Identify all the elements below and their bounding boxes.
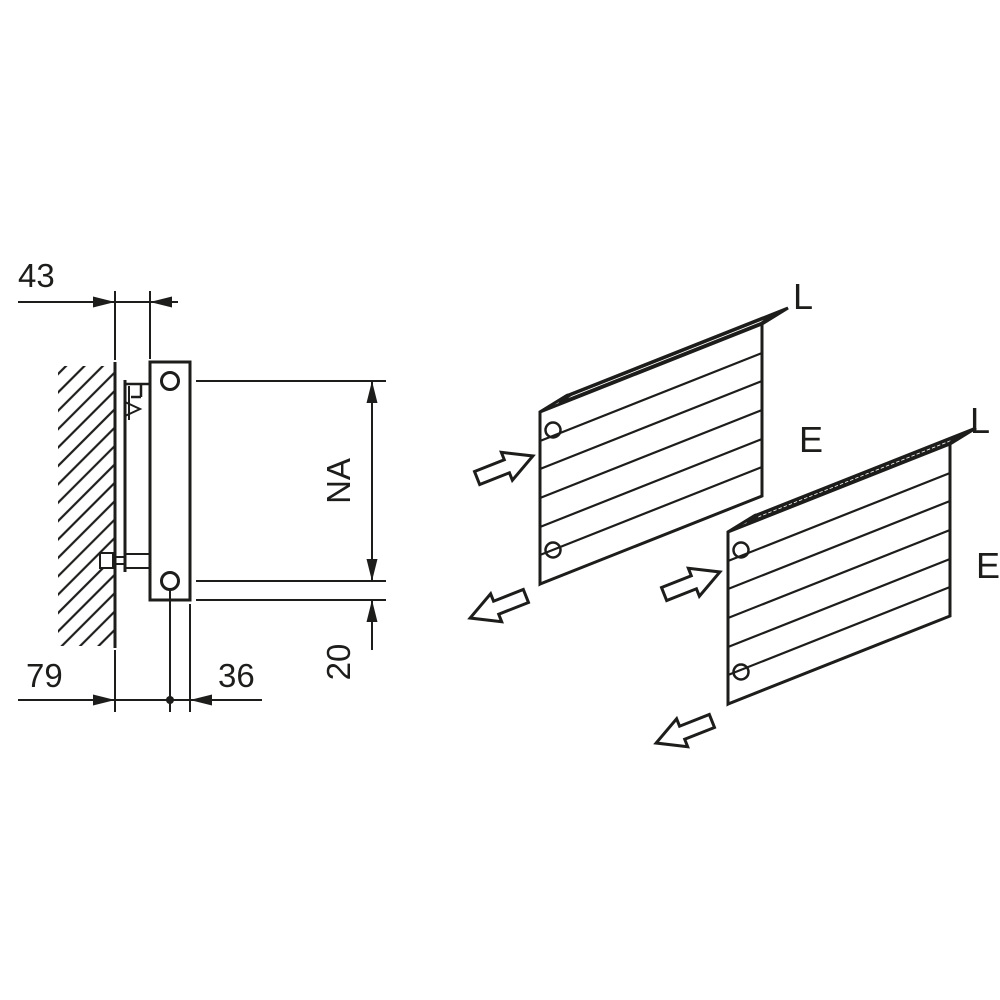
radiator-body-section bbox=[148, 360, 192, 602]
isometric-view: L E L E bbox=[467, 276, 1000, 749]
radiator2-louvers bbox=[727, 471, 951, 677]
dim-20-label: 20 bbox=[320, 644, 357, 681]
dim-20-arrow bbox=[366, 600, 378, 622]
radiator1-louvers bbox=[539, 351, 763, 557]
radiator2-inlet-arrow-icon bbox=[659, 566, 723, 603]
radiator2-grille bbox=[746, 433, 962, 525]
pipe-connection-top bbox=[160, 371, 180, 391]
radiator1-air-slot bbox=[558, 313, 774, 405]
dim-79-label: 79 bbox=[26, 657, 63, 694]
dim-36-arrow bbox=[190, 694, 212, 706]
radiator2-outlet-arrow-icon bbox=[653, 712, 717, 749]
airflow-arrows bbox=[467, 450, 723, 749]
radiator1-outlet-arrow-icon bbox=[467, 587, 531, 624]
bracket-hook bbox=[125, 382, 150, 399]
radiator2-air-label: L bbox=[970, 400, 990, 441]
radiator1-pipe-hole-top bbox=[544, 421, 562, 439]
radiator2-pipe-hole-bottom bbox=[732, 663, 750, 681]
dim-36-label: 36 bbox=[218, 657, 255, 694]
dimension-lines bbox=[18, 291, 386, 712]
pipe-connection-bottom bbox=[160, 571, 180, 591]
radiator-1 bbox=[538, 306, 789, 587]
radiator-2 bbox=[726, 426, 977, 707]
radiator1-exit-label: E bbox=[799, 419, 823, 460]
bracket-bolt-head bbox=[99, 552, 114, 569]
radiator1-pipe-hole-bottom bbox=[544, 541, 562, 559]
bracket-foot bbox=[125, 553, 150, 569]
wall-hatch bbox=[58, 366, 115, 646]
radiator2-exit-label: E bbox=[976, 545, 1000, 586]
radiator2-pipe-hole-top bbox=[732, 541, 750, 559]
dim-chain-dot bbox=[166, 696, 174, 704]
dim-79-arrow bbox=[93, 694, 115, 706]
bracket-spring-clip bbox=[124, 401, 143, 417]
dim-na-arrows bbox=[366, 381, 378, 581]
dim-43-arrows bbox=[93, 296, 172, 308]
bracket-bolt-shaft bbox=[113, 556, 125, 565]
mounting-bracket bbox=[99, 380, 150, 572]
radiator1-air-label: L bbox=[793, 276, 813, 317]
dim-43-label: 43 bbox=[18, 257, 55, 294]
section-view: 43 NA 20 79 36 bbox=[18, 257, 386, 712]
radiator1-inlet-arrow-icon bbox=[472, 450, 536, 487]
dim-na-label: NA bbox=[320, 458, 357, 504]
